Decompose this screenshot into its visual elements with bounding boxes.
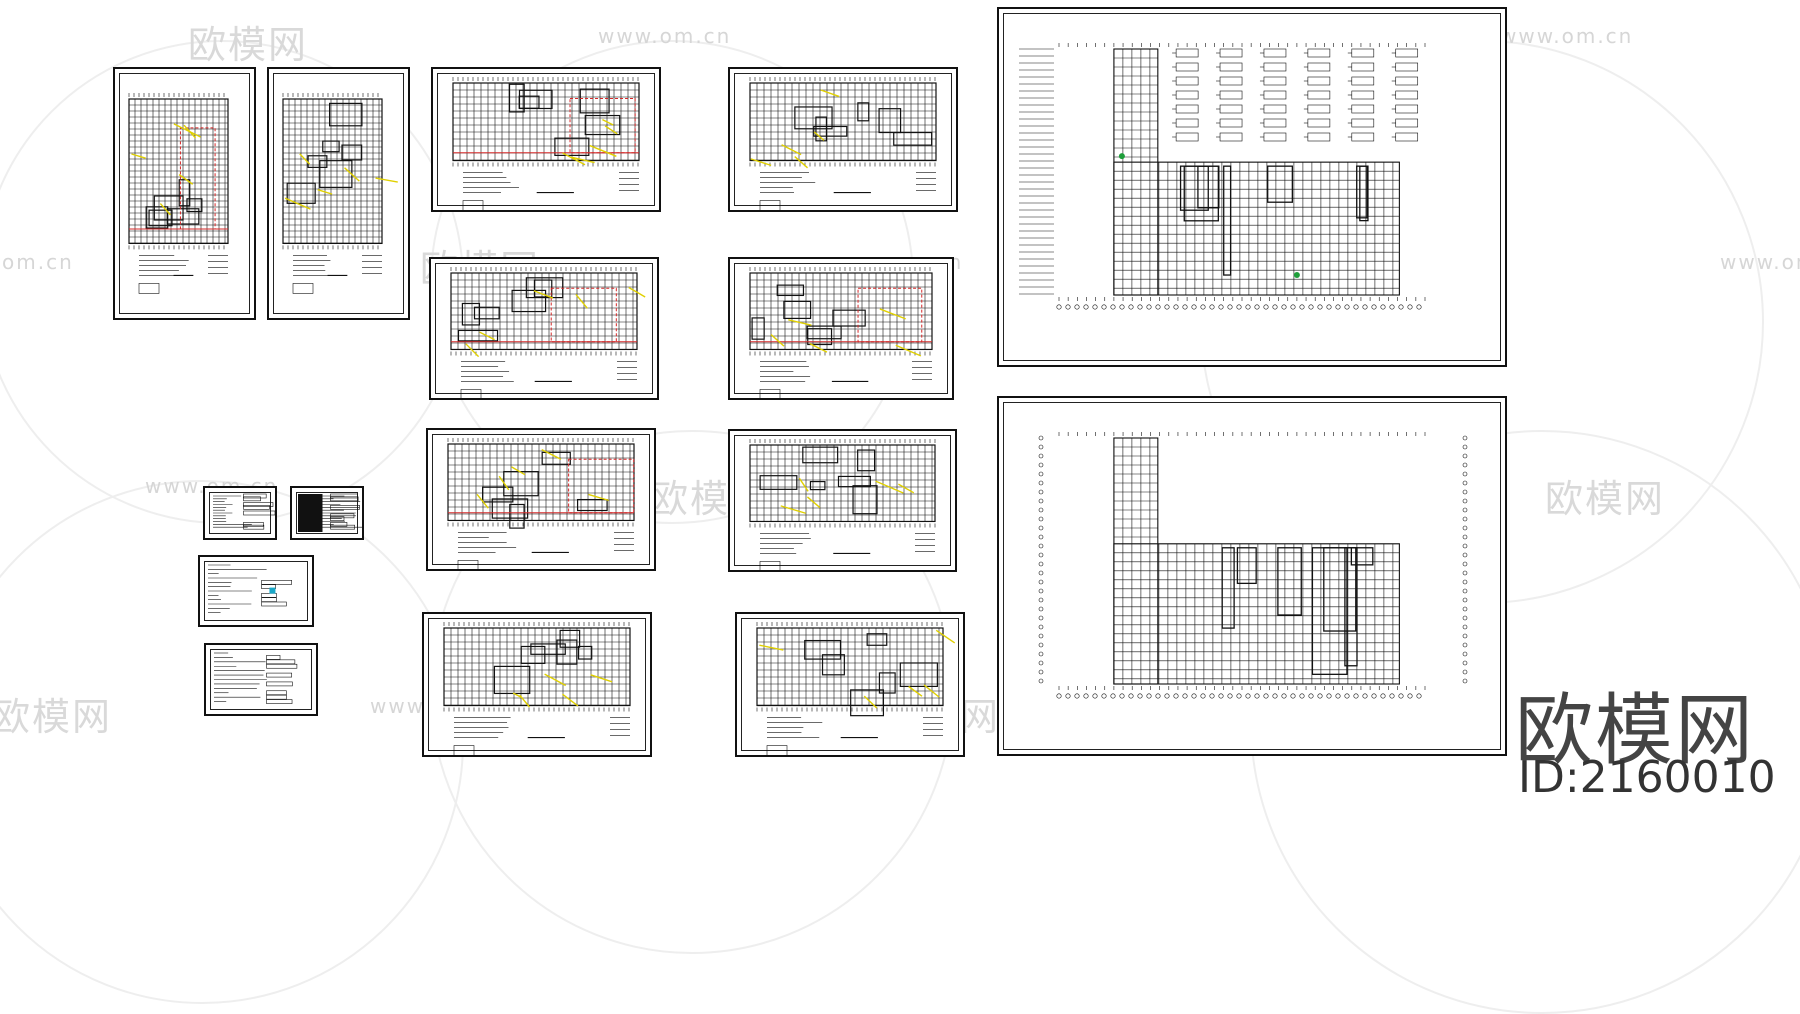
sheet-drawing: [128, 93, 229, 294]
sheet-drawing: [749, 439, 936, 570]
drawing-sheet[interactable]: [113, 67, 256, 320]
sheet-drawing: [450, 267, 646, 398]
sheet-drawing: [214, 652, 298, 704]
sheet-drawing: [1019, 43, 1426, 310]
drawing-sheet[interactable]: [735, 612, 965, 757]
drawing-sheet[interactable]: [728, 67, 958, 212]
sheet-drawing: [756, 622, 956, 755]
drawing-sheet[interactable]: [429, 257, 659, 400]
sheet-drawing: [452, 77, 640, 210]
watermark-logo: 欧模网: [188, 23, 309, 67]
sheet-drawing: [447, 438, 635, 569]
drawing-sheet[interactable]: [422, 612, 652, 757]
watermark-url: www.om.cn: [1720, 250, 1800, 274]
drawing-sheet[interactable]: [203, 486, 277, 540]
drawing-sheet[interactable]: [198, 555, 314, 627]
brand-logo: 欧模网: [1515, 686, 1756, 776]
sheet-drawing: [298, 493, 362, 532]
drawing-sheet[interactable]: [267, 67, 410, 320]
watermark-logo: 欧模网: [1545, 477, 1666, 521]
drawing-sheet[interactable]: [997, 7, 1507, 367]
drawing-sheet[interactable]: [204, 643, 318, 716]
sheet-drawing: [749, 77, 937, 210]
drawing-sheet[interactable]: [728, 257, 954, 400]
sheet-drawing: [208, 564, 292, 613]
drawing-sheet[interactable]: [997, 396, 1507, 756]
watermark-url: www.om.cn: [1500, 24, 1634, 48]
model-id-label: ID:2160010: [1518, 752, 1776, 803]
sheet-drawing: [1038, 432, 1468, 699]
watermark-url: www.om.cn: [598, 24, 732, 48]
sheet-drawing: [282, 93, 398, 294]
watermark-url: om.cn: [2, 250, 74, 274]
drawing-sheet[interactable]: [728, 429, 957, 572]
sheet-drawing: [213, 493, 275, 530]
drawing-sheet[interactable]: [431, 67, 661, 212]
drawing-sheet[interactable]: [290, 486, 364, 540]
watermark-logo: 欧模网: [0, 695, 113, 739]
sheet-drawing: [749, 267, 933, 398]
drawing-sheet[interactable]: [426, 428, 656, 571]
sheet-drawing: [443, 622, 631, 755]
